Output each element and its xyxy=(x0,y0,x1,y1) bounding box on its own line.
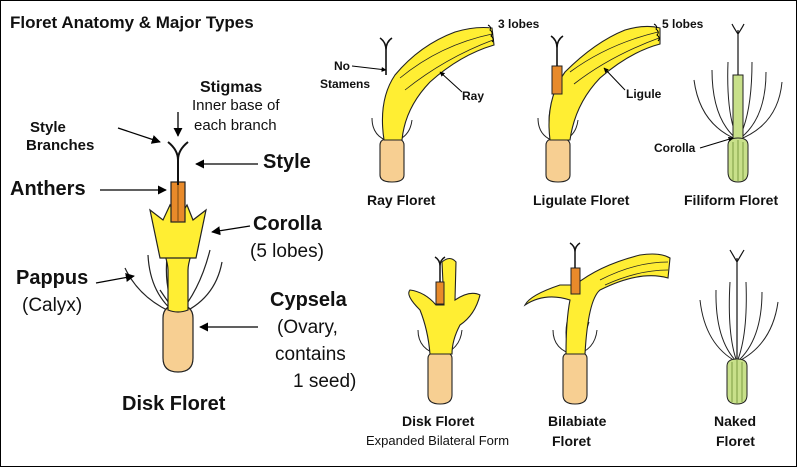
label-anthers: Anthers xyxy=(10,178,86,200)
label-corolla-small: Corolla xyxy=(654,141,696,155)
disk-floret-bilateral xyxy=(408,256,481,405)
filiform-floret xyxy=(693,23,783,183)
label-ray-lobes: 3 lobes xyxy=(498,17,540,31)
label-no-stamens-2: Stamens xyxy=(320,77,371,91)
label-ligule: Ligule xyxy=(626,87,662,101)
label-cypsela-note-1: (Ovary, xyxy=(277,317,338,338)
naked-floret xyxy=(699,249,779,405)
label-pappus: Pappus xyxy=(16,267,89,289)
caption-bilabiate-2: Floret xyxy=(552,433,591,449)
cypsela-ovary xyxy=(162,304,194,373)
caption-ligulate-floret: Ligulate Floret xyxy=(533,192,630,208)
bilabiate-floret xyxy=(523,242,671,405)
label-no-stamens-1: No xyxy=(334,59,350,73)
caption-naked-1: Naked xyxy=(714,413,757,429)
lobe-marks xyxy=(487,23,660,43)
label-ray: Ray xyxy=(462,89,485,103)
label-style: Style xyxy=(263,151,311,173)
label-stigmas: Stigmas xyxy=(200,79,263,96)
small-arrows xyxy=(351,65,734,149)
style-branches xyxy=(167,141,189,185)
caption-ray-floret: Ray Floret xyxy=(367,192,436,208)
caption-disk-floret-main: Disk Floret xyxy=(122,393,226,415)
caption-filiform-floret: Filiform Floret xyxy=(684,192,779,208)
label-ligulate-lobes: 5 lobes xyxy=(662,17,704,31)
main-arrows xyxy=(95,112,258,332)
label-corolla-note: (5 lobes) xyxy=(250,241,324,262)
label-cypsela-note-3: 1 seed) xyxy=(293,371,357,392)
label-stigmas-note-1: Inner base of xyxy=(192,97,280,114)
page-title: Floret Anatomy & Major Types xyxy=(10,13,254,32)
corolla-tube xyxy=(164,254,192,313)
caption-disk-floret: Disk Floret xyxy=(402,413,475,429)
caption-naked-2: Floret xyxy=(716,433,755,449)
disk-floret-main xyxy=(124,141,223,373)
caption-expanded-bilateral: Expanded Bilateral Form xyxy=(366,433,510,448)
ligulate-floret xyxy=(537,25,661,183)
label-style-branches-1: Style xyxy=(30,119,66,136)
label-style-branches-2: Branches xyxy=(26,137,95,154)
label-cypsela-note-2: contains xyxy=(275,344,346,365)
label-corolla: Corolla xyxy=(253,213,322,235)
caption-bilabiate-1: Bilabiate xyxy=(548,413,607,429)
label-pappus-note: (Calyx) xyxy=(22,295,83,316)
ray-floret xyxy=(371,26,495,183)
label-stigmas-note-2: each branch xyxy=(194,117,277,134)
label-cypsela: Cypsela xyxy=(270,289,347,311)
